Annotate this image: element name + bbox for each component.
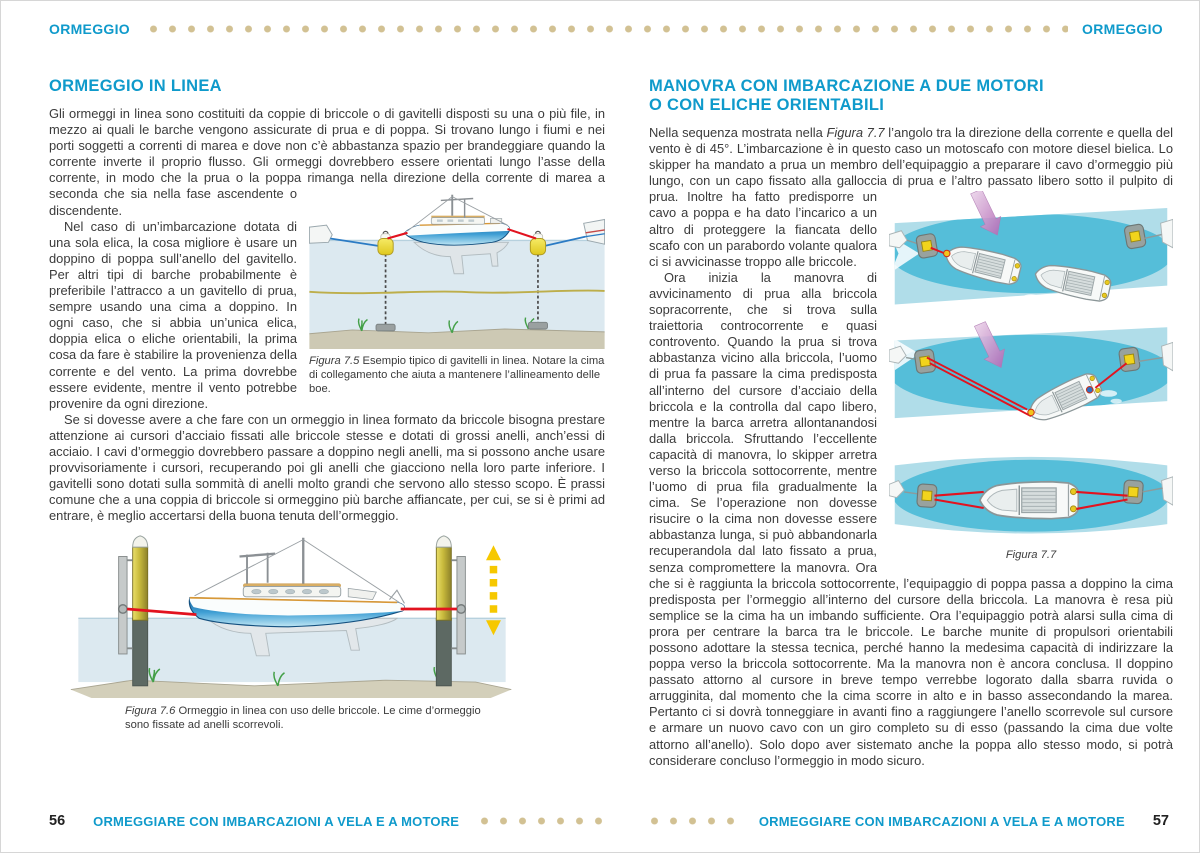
running-head-right: ORMEGGIO: [1082, 21, 1163, 37]
figure-7-5-caption: Figura 7.5 Esempio tipico di gavitelli i…: [309, 355, 605, 396]
neighbour-boat-left: [889, 480, 905, 499]
footer-title-right: ORMEGGIARE CON IMBARCAZIONI A VELA E A M…: [758, 813, 1125, 829]
footer-dots-right: [645, 817, 743, 825]
right-paragraph-2: Ora inizia la manovra di avvicinamento d…: [649, 269, 1173, 768]
left-paragraph-1-part-a: Gli ormeggi in linea sono costituiti da …: [49, 106, 605, 202]
slider-ring: [456, 604, 467, 615]
footer-left: 56 ORMEGGIARE CON IMBARCAZIONI A VELA E …: [49, 813, 609, 829]
header-dots: [143, 25, 1069, 33]
pile-right: [1123, 223, 1147, 251]
running-head-left: ORMEGGIO: [49, 21, 130, 37]
left-paragraph-1: Gli ormeggi in linea sono costituiti da …: [49, 106, 605, 395]
right-page: MANOVRA CON IMBARCAZIONE A DUE MOTORI O …: [649, 77, 1173, 769]
left-paragraph-2: Nel caso di un’imbarcazione dotata di un…: [49, 218, 297, 411]
pile-left: [117, 535, 149, 687]
mooring-chains: [375, 254, 548, 332]
right-page-title: MANOVRA CON IMBARCAZIONE A DUE MOTORI O …: [649, 77, 1044, 114]
pile-left: [916, 483, 938, 509]
doubled-bow-line-red: [926, 357, 1032, 418]
left-paragraph-1-part-b: che sia nella fase ascendente o discende…: [49, 186, 297, 218]
crew-bow: [1027, 409, 1035, 417]
mooring-buoy-left: [377, 231, 394, 256]
figure-7-7: Figura 7.7: [889, 191, 1173, 562]
neighbour-boat-right: [1161, 476, 1173, 507]
figure-7-7-illustration: [889, 191, 1173, 534]
slider-ring: [117, 604, 128, 615]
pile-left: [915, 232, 939, 260]
mooring-lines-red: [126, 608, 457, 617]
mooring-lines-red: [387, 228, 537, 240]
neighbour-boat-right: [1160, 219, 1173, 249]
panel-1: [889, 191, 1173, 305]
seabed: [309, 329, 605, 350]
pile-right: [1117, 346, 1141, 373]
panel-2: [889, 321, 1173, 429]
footer-title-left: ORMEGGIARE CON IMBARCAZIONI A VELA E A M…: [93, 813, 460, 829]
right-paragraph-1: Nella sequenza mostrata nella Figura 7.7…: [649, 125, 1173, 561]
figure-7-5-illustration: [309, 195, 605, 350]
figure-7-6-caption: Figura 7.6 Ormeggio in linea con uso del…: [125, 705, 481, 732]
running-header: ORMEGGIO ORMEGGIO: [49, 21, 1163, 37]
left-paragraph-3: Se si dovesse avere a che fare con un or…: [49, 411, 605, 524]
right-paragraph-1-part-c: predisporre un cavo a poppa e ha dato l’…: [649, 189, 877, 269]
left-page-title: ORMEGGIO IN LINEA: [49, 77, 222, 95]
crew-bow: [943, 250, 951, 258]
tide-arrow: [485, 545, 501, 636]
neighbour-boat-left: [889, 230, 908, 249]
neighbour-boat-left: [889, 345, 907, 365]
page-number-right: 57: [1152, 813, 1169, 829]
footer-dots-left: [475, 817, 609, 825]
neighbour-boat-right: [1161, 342, 1173, 372]
sailboat: [404, 195, 511, 275]
stern-line-red: [1094, 362, 1128, 389]
right-paragraph-1-part-a: Nella sequenza mostrata nella: [649, 125, 827, 140]
page-number-left: 56: [49, 813, 66, 829]
bow-line-red: [930, 247, 946, 255]
sailboat: [188, 538, 405, 657]
motorboat: [979, 481, 1080, 520]
left-page: ORMEGGIO IN LINEA Gli ormeggi in linea s…: [49, 77, 605, 732]
panel-3: [889, 457, 1173, 534]
figure-7-5: Figura 7.5 Esempio tipico di gavitelli i…: [309, 189, 605, 396]
figure-7-6-illustration: [70, 535, 512, 699]
neighbour-boat-left: [309, 225, 380, 248]
figure-7-7-caption: Figura 7.7: [1005, 549, 1057, 562]
connecting-line: [309, 290, 605, 295]
pile-right: [435, 535, 467, 687]
neighbour-boat-right: [543, 219, 605, 248]
figure-7-7-reference: Figura 7.7: [826, 125, 885, 140]
right-paragraph-1-part-b: l’angolo tra la direzione della corrente…: [649, 125, 1173, 205]
seabed: [70, 680, 512, 699]
doubled-mooring-lines-red: [934, 491, 1128, 511]
footer-right: ORMEGGIARE CON IMBARCAZIONI A VELA E A M…: [645, 813, 1169, 829]
mooring-buoy-right: [529, 231, 547, 256]
figure-7-6: Figura 7.6 Ormeggio in linea con uso del…: [67, 534, 517, 732]
crew-stern: [1085, 386, 1094, 394]
